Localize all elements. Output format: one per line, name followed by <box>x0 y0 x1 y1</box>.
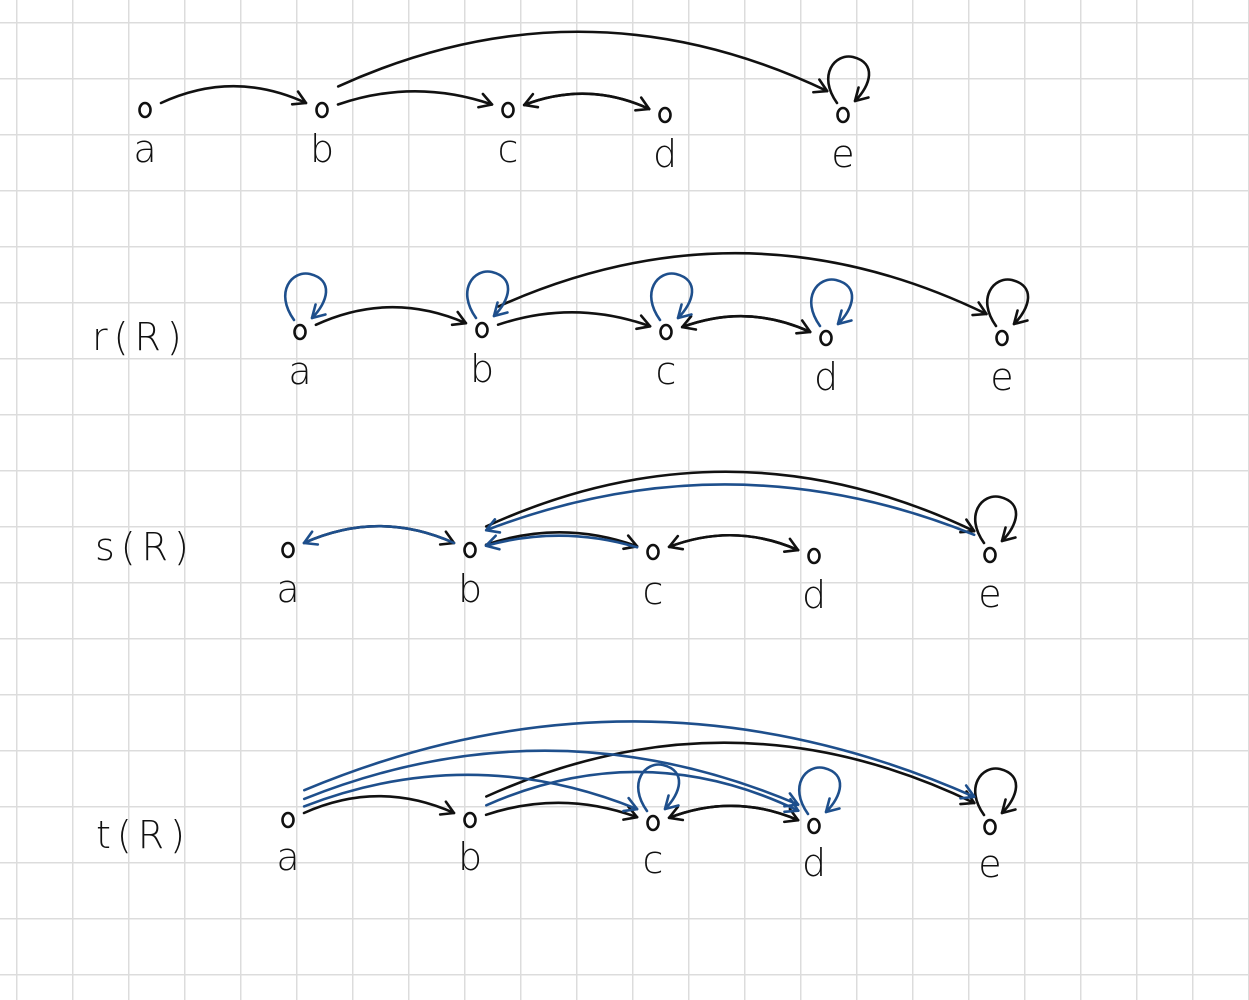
node-label-b: b <box>458 567 482 611</box>
node-d <box>819 329 833 347</box>
node-c <box>646 543 660 561</box>
original-edge-e-to-e <box>985 278 1030 328</box>
original-edge-b-to-e <box>484 470 976 534</box>
added-edge-d-to-d <box>809 278 854 328</box>
node-label-c: c <box>656 349 677 393</box>
reflexive-closure-graph: r(R) a b c d e <box>92 251 1030 399</box>
node-label-e: e <box>990 355 1013 399</box>
node-label-d: d <box>814 355 838 399</box>
node-label-e: e <box>978 572 1001 616</box>
original-edge-d-to-c <box>667 804 800 822</box>
node-a <box>138 101 152 119</box>
transitive-closure-graph: t(R) a b c d e <box>96 720 1018 886</box>
node-a <box>281 811 295 829</box>
node-c <box>646 814 660 832</box>
added-edge-e-to-b <box>484 483 976 537</box>
node-label-b: b <box>310 127 334 171</box>
node-label-a: a <box>288 349 311 393</box>
node-b <box>463 811 477 829</box>
node-label-d: d <box>653 132 677 176</box>
added-edge-c-to-c <box>636 763 681 813</box>
node-b <box>315 101 329 119</box>
node-label-a: a <box>276 567 299 611</box>
original-edge-d-to-c <box>680 314 812 334</box>
original-edge-d-to-c <box>522 92 651 111</box>
node-label-a: a <box>133 127 156 171</box>
added-edge-a-to-e <box>303 720 976 800</box>
node-label-c: c <box>498 127 519 171</box>
added-edge-a-to-c <box>302 773 639 813</box>
original-edge-b-to-e <box>336 30 829 94</box>
node-label-c: c <box>643 569 664 613</box>
node-e <box>983 818 997 836</box>
original-edge-b-to-c <box>484 801 639 821</box>
node-label-d: d <box>802 841 826 885</box>
node-c <box>659 323 673 341</box>
node-label-e: e <box>978 842 1001 886</box>
added-edge-c-to-c <box>649 272 694 322</box>
original-edge-e-to-e <box>973 495 1018 545</box>
symmetric-closure-graph: s(R) a b c d e <box>95 470 1018 617</box>
node-d <box>658 106 672 124</box>
node-e <box>983 546 997 564</box>
node-label-b: b <box>458 835 482 879</box>
relation-R-graph: a b c d e <box>133 30 871 176</box>
node-c <box>501 101 515 119</box>
original-edge-a-to-b <box>314 305 468 327</box>
node-a <box>281 541 295 559</box>
node-b <box>475 321 489 339</box>
row-label-reflexive: r(R) <box>92 315 188 359</box>
original-edge-b-to-e <box>485 741 976 806</box>
node-label-d: d <box>802 573 826 617</box>
node-d <box>807 817 821 835</box>
node-e <box>995 329 1009 347</box>
node-b <box>463 541 477 559</box>
added-edge-b-to-a <box>302 524 456 546</box>
original-edge-b-to-c <box>496 311 652 331</box>
original-edge-b-to-e <box>497 251 988 317</box>
original-edge-d-to-c <box>667 534 800 552</box>
node-label-a: a <box>276 835 299 879</box>
row-label-symmetric: s(R) <box>95 525 195 569</box>
row-label-transitive: t(R) <box>96 813 191 857</box>
node-e <box>836 106 850 124</box>
added-edge-a-to-d <box>302 749 800 808</box>
node-a <box>293 323 307 341</box>
node-label-b: b <box>470 347 494 391</box>
node-d <box>807 547 821 565</box>
node-label-e: e <box>831 132 854 176</box>
original-edge-b-to-c <box>484 531 639 551</box>
original-edge-b-to-c <box>336 90 494 109</box>
added-edge-a-to-a <box>283 272 328 322</box>
added-edge-d-to-d <box>797 766 842 816</box>
added-edge-b-to-b <box>465 270 510 320</box>
original-edge-e-to-e <box>826 55 871 105</box>
node-label-c: c <box>643 838 664 882</box>
original-edge-a-to-b <box>302 794 456 816</box>
original-edge-a-to-b <box>159 84 308 106</box>
original-edge-e-to-e <box>973 767 1018 817</box>
added-edge-c-to-b <box>484 534 639 551</box>
